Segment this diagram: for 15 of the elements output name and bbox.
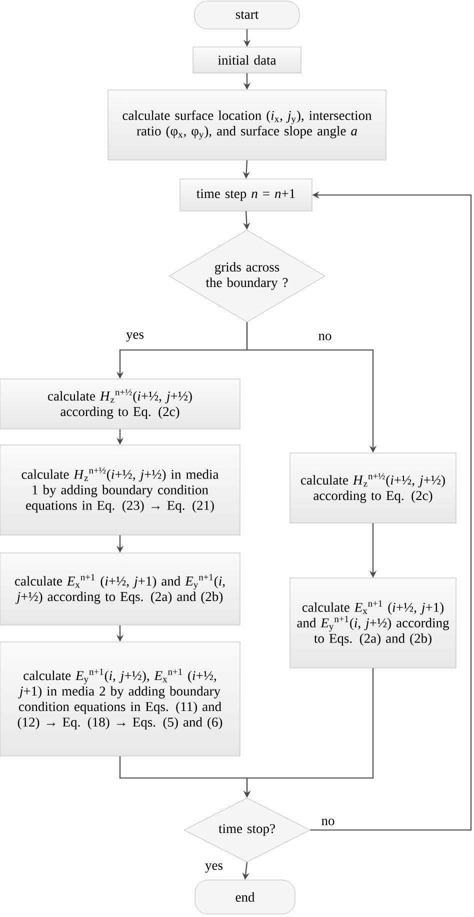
process-box: calculate H$_{z}$$^{n+½}$(i+½, j+½) according to Eq. (2c) [0, 378, 240, 430]
edge-label: yes [204, 862, 224, 874]
process-box: calculate E$_{x}$$^{n+1}$ (i+½, j+1) and E$_{y}$$^{n+1}$(i, j+½) according to Eqs. (2a) and (2b) [0, 552, 240, 626]
edge-label: no [320, 818, 336, 826]
edge-label: yes [125, 331, 145, 343]
process-box: calculate E$_{x}$$^{n+1}$ (i+½, j+1) and E$_{y}$$^{n+1}$(i, j+½) according to Eqs. (2a) and (2b) [290, 578, 456, 668]
process-box: calculate H$_{z}$$^{n+½}$(i+½, j+½) in media 1 by adding boundary condition equations in Eq. (23) → Eq. (21) [0, 444, 240, 536]
process-box: time step n = n+1 [180, 178, 312, 212]
process-box: initial data [192, 46, 302, 74]
terminal-box: end [194, 880, 296, 914]
edge-label: no [317, 332, 333, 342]
process-box: calculate surface location (i$_{x}$, j$_{y}$), intersection ratio (φ$_{x}$, φ$_{y}$), and surface slope angle a [108, 90, 386, 160]
process-box: calculate E$_{y}$$^{n+1}$(i, j+½), E$_{x}$$^{n+1}$ (i+½, j+1) in media 2 by adding boundary condition equations in Eqs. (11) and (12) → Eq. (18) → Eqs. (5) and (6) [0, 642, 240, 756]
process-box: calculate H$_{z}$$^{n+½}$(i+½, j+½) according to Eq. (2c) [290, 452, 456, 524]
terminal-box: start [194, 0, 300, 30]
